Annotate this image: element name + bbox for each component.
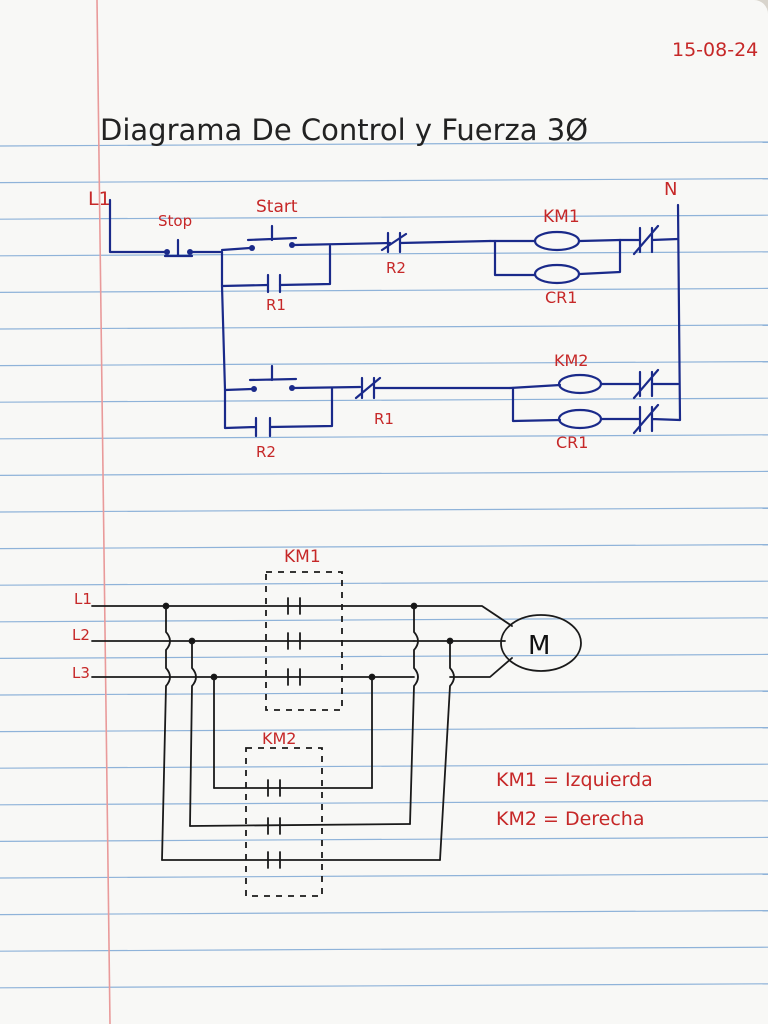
ruled-line xyxy=(0,287,768,293)
ruled-line xyxy=(0,214,768,220)
ruled-line xyxy=(0,836,768,843)
ruled-line xyxy=(0,653,768,660)
control-diagram: L1 N Stop Start xyxy=(88,179,682,461)
ruled-line xyxy=(0,580,768,586)
ruled-line xyxy=(0,434,768,440)
ruled-line xyxy=(0,726,768,733)
legend: KM1 = Izquierda KM2 = Derecha xyxy=(496,769,653,830)
line-l2-label: L2 xyxy=(72,626,90,644)
km1-contactor-box xyxy=(265,571,343,711)
line-l3-label: L3 xyxy=(72,664,90,682)
legend-km1: KM1 = Izquierda xyxy=(496,769,653,791)
start-button-symbol xyxy=(220,224,392,252)
ruled-line xyxy=(0,507,768,513)
ruled-line xyxy=(0,983,768,989)
ruled-line xyxy=(0,873,768,879)
line-l1-label: L1 xyxy=(74,590,92,608)
r2-nc-contact xyxy=(380,231,492,254)
km1-contacts xyxy=(287,597,301,686)
ruled-line xyxy=(0,543,768,550)
r1-seal-contact xyxy=(220,244,332,294)
ruled-line xyxy=(0,361,768,367)
ruled-lines xyxy=(0,141,768,989)
l1-rail xyxy=(108,198,167,254)
r1-label: R1 xyxy=(266,296,286,314)
motor-label: M xyxy=(528,631,550,661)
km2-contacts xyxy=(267,779,281,869)
motor-lead-1 xyxy=(413,605,513,627)
r2-label: R2 xyxy=(386,259,406,277)
km1-contactor-label: KM1 xyxy=(284,547,321,567)
ruled-line xyxy=(0,178,768,184)
n-rail xyxy=(676,203,682,422)
rung-2 xyxy=(223,364,682,438)
legend-km2: KM2 = Derecha xyxy=(496,808,644,830)
km1-coil-branch xyxy=(488,224,680,285)
ruled-line xyxy=(0,397,768,403)
page-title: Diagrama De Control y Fuerza 3Ø xyxy=(100,113,588,147)
ruled-line xyxy=(0,946,768,952)
date-label: 15-08-24 xyxy=(672,39,758,61)
r2-rung2-label: R2 xyxy=(256,443,276,461)
km2-contactor-label: KM2 xyxy=(262,729,296,748)
km2-contactor-box xyxy=(245,747,323,897)
cr1-top-label: CR1 xyxy=(545,288,577,307)
ruled-line xyxy=(0,617,768,623)
km1-coil-label: KM1 xyxy=(543,207,580,227)
l1-label: L1 xyxy=(88,188,111,210)
power-diagram: KM1 KM2 L1 L2 L3 M xyxy=(72,547,582,897)
ruled-line xyxy=(0,470,768,476)
motor-symbol xyxy=(500,614,582,672)
ruled-line xyxy=(0,800,768,806)
cr1-bottom-label: CR1 xyxy=(556,433,588,452)
rung-link xyxy=(220,284,227,392)
n-label: N xyxy=(664,179,677,200)
ruled-line xyxy=(0,324,768,330)
ruled-line xyxy=(0,141,768,147)
r1-rung2-label: R1 xyxy=(374,410,394,428)
margin-line xyxy=(96,0,111,1024)
start-label: Start xyxy=(256,197,298,217)
ruled-line xyxy=(0,763,768,769)
stop-label: Stop xyxy=(158,212,192,230)
motor-lead-3 xyxy=(449,657,513,678)
reversing-wiring xyxy=(161,602,455,861)
km2-coil-label: KM2 xyxy=(554,351,588,370)
ruled-line xyxy=(0,690,768,696)
ruled-line xyxy=(0,909,768,916)
stop-button-symbol xyxy=(163,238,224,258)
